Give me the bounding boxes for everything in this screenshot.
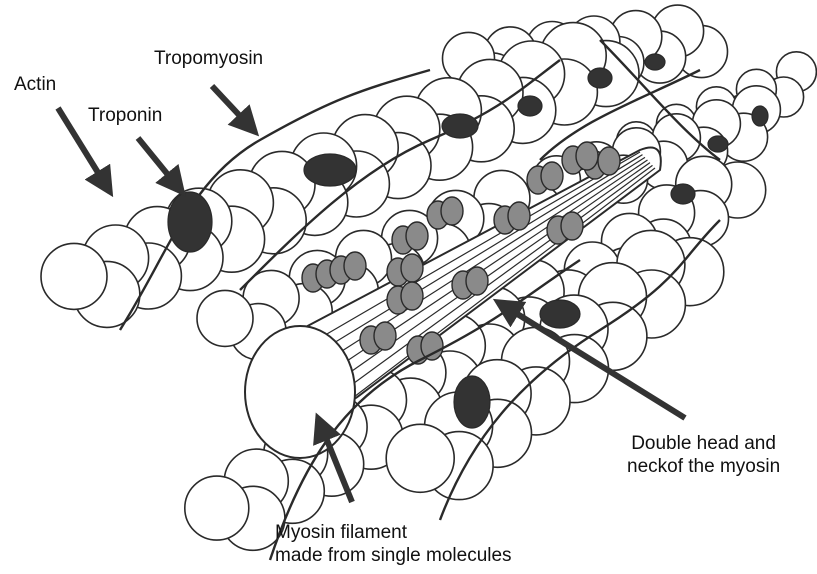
myosin-head-lobe: [421, 332, 443, 360]
double-head-label: Double head and neckof the myosin: [627, 432, 780, 478]
myosin-head-lobe: [541, 162, 563, 190]
myosin-filament-label-line1: Myosin filament: [275, 521, 512, 544]
myosin-head-lobe: [406, 222, 428, 250]
myosin-head-lobe: [374, 322, 396, 350]
tropomyosin-label: Tropomyosin: [154, 47, 263, 70]
troponin-complex: [304, 154, 356, 186]
myosin-head-lobe: [576, 142, 598, 170]
myosin-head-lobe: [466, 267, 488, 295]
troponin-label: Troponin: [88, 104, 162, 127]
myosin-filament-label-line2: made from single molecules: [275, 544, 512, 567]
actin-monomer: [185, 476, 249, 540]
troponin-complex: [168, 192, 212, 252]
myosin-head-lobe: [561, 212, 583, 240]
myosin-head-lobe: [508, 202, 530, 230]
myosin-filament-label: Myosin filament made from single molecul…: [275, 521, 512, 567]
troponin-complex: [588, 68, 612, 88]
troponin-complex: [454, 376, 490, 428]
troponin-arrow: [138, 138, 182, 192]
troponin-complex: [671, 184, 695, 204]
double-head-label-line1: Double head and: [627, 432, 780, 455]
troponin-complex: [708, 136, 728, 152]
myosin-filament-end: [245, 326, 355, 458]
myosin-head-lobe: [598, 147, 620, 175]
myosin-head-lobe: [441, 197, 463, 225]
actin-monomer: [41, 243, 107, 309]
troponin-complex: [518, 96, 542, 116]
myosin-head-lobe: [401, 282, 423, 310]
tropomyosin-arrow: [212, 86, 255, 132]
actin-monomer: [197, 290, 253, 346]
troponin-complex: [442, 114, 478, 138]
troponin-complex: [645, 54, 665, 70]
double-head-label-line2: neckof the myosin: [627, 455, 780, 478]
troponin-complex: [540, 300, 580, 328]
myosin-head-lobe: [344, 252, 366, 280]
actin-label: Actin: [14, 73, 56, 96]
myosin-head-lobe: [401, 254, 423, 282]
actin-monomer: [386, 424, 454, 492]
troponin-complex: [752, 106, 768, 126]
